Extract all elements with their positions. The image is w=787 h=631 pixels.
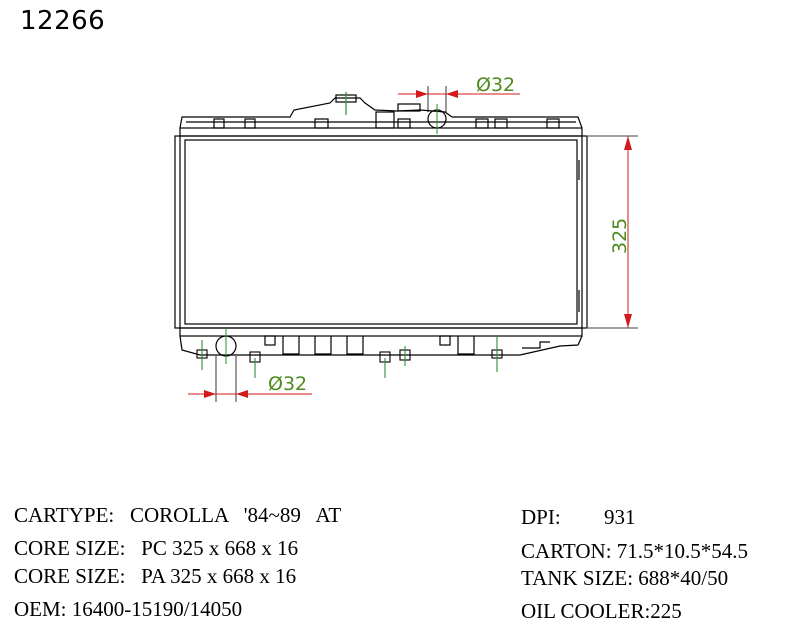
bottom-outlet-label: Ø32 [268, 373, 307, 395]
spec-oem: OEM: 16400-15190/14050 [14, 597, 243, 621]
bottom-outlet-dimension: Ø32 [188, 356, 312, 402]
bottom-tank [179, 327, 583, 356]
spec-dpi-label: DPI: [521, 505, 561, 529]
radiator-drawing: Ø32 Ø32 325 [174, 74, 638, 402]
spec-tank-size: TANK SIZE: 688*40/50 [521, 566, 729, 590]
spec-core-size-pc: CORE SIZE: PC 325 x 668 x 16 [14, 536, 299, 560]
radiator-core [174, 135, 588, 329]
spec-oil-cooler: OIL COOLER:225 [521, 599, 682, 623]
top-inlet-dimension: Ø32 [398, 74, 520, 112]
top-tank [179, 97, 583, 137]
bottom-fittings [196, 336, 503, 378]
spec-core-size-pa: CORE SIZE: PA 325 x 668 x 16 [14, 564, 297, 588]
radiator-cap [335, 92, 357, 115]
part-number: 12266 [20, 6, 106, 36]
bottom-outlet-pipe [215, 328, 237, 364]
spec-dpi-value: 931 [604, 505, 636, 529]
top-inlet-label: Ø32 [476, 74, 515, 96]
core-height-label: 325 [609, 218, 631, 254]
core-height-dimension: 325 [588, 135, 638, 329]
top-inlet-pipe [427, 104, 447, 134]
spec-cartype: CARTYPE: COROLLA '84~89 AT [14, 503, 342, 527]
spec-carton: CARTON: 71.5*10.5*54.5 [521, 539, 749, 563]
